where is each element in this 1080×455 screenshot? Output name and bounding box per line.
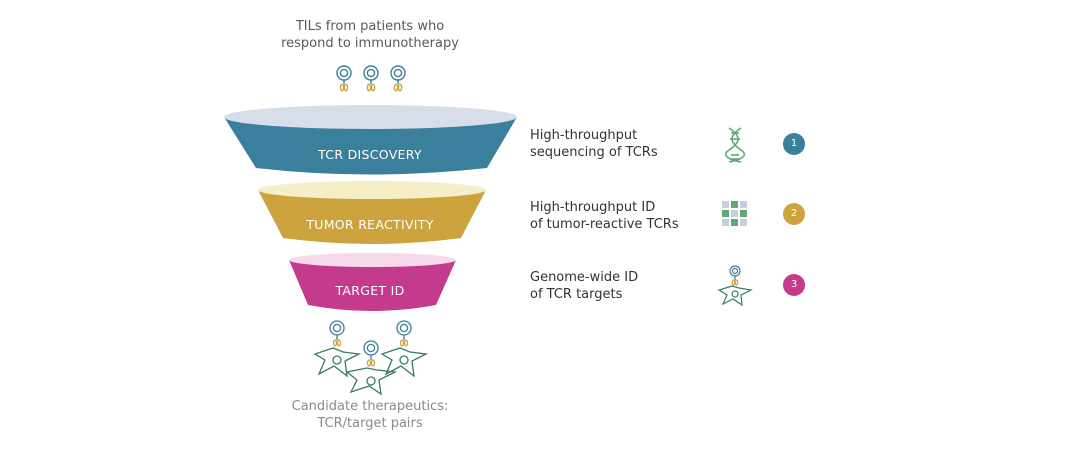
til-cells-icon	[336, 65, 406, 92]
input-caption-line-2: respond to immunotherapy	[281, 36, 459, 51]
stage-3-description: Genome-wide ID of TCR targets	[530, 269, 710, 303]
stage-3-label: TARGET ID	[335, 283, 405, 298]
funnel-stage-2	[258, 181, 486, 244]
step-1-badge: 1	[783, 133, 805, 155]
input-caption: TILs from patients who respond to immuno…	[230, 18, 510, 52]
output-caption: Candidate therapeutics: TCR/target pairs	[230, 398, 510, 432]
tcell-target-icon	[717, 265, 753, 307]
stage-1-description-line-1: High-throughput	[530, 128, 638, 143]
dna-icon	[725, 127, 745, 163]
stage-2-description: High-throughput ID of tumor-reactive TCR…	[530, 199, 710, 233]
output-caption-line-1: Candidate therapeutics:	[291, 399, 449, 414]
stage-3-description-line-1: Genome-wide ID	[530, 270, 639, 285]
stage-3-description-line-2: of TCR targets	[530, 287, 623, 302]
stage-1-description: High-throughput sequencing of TCRs	[530, 127, 710, 161]
tcr-target-pairs-icon	[313, 320, 429, 396]
funnel-stage-1	[224, 105, 517, 175]
stage-2-description-line-1: High-throughput ID	[530, 200, 656, 215]
stage-2-label: TUMOR REACTIVITY	[306, 217, 434, 232]
stage-1-label: TCR DISCOVERY	[318, 147, 422, 162]
stage-1-description-line-2: sequencing of TCRs	[530, 145, 658, 160]
output-caption-line-2: TCR/target pairs	[317, 416, 423, 431]
stage-2-description-line-2: of tumor-reactive TCRs	[530, 217, 679, 232]
grid-icon	[722, 201, 747, 226]
step-2-badge: 2	[783, 203, 805, 225]
funnel-stage-3	[289, 253, 456, 311]
input-caption-line-1: TILs from patients who	[295, 19, 445, 34]
step-3-badge: 3	[783, 274, 805, 296]
